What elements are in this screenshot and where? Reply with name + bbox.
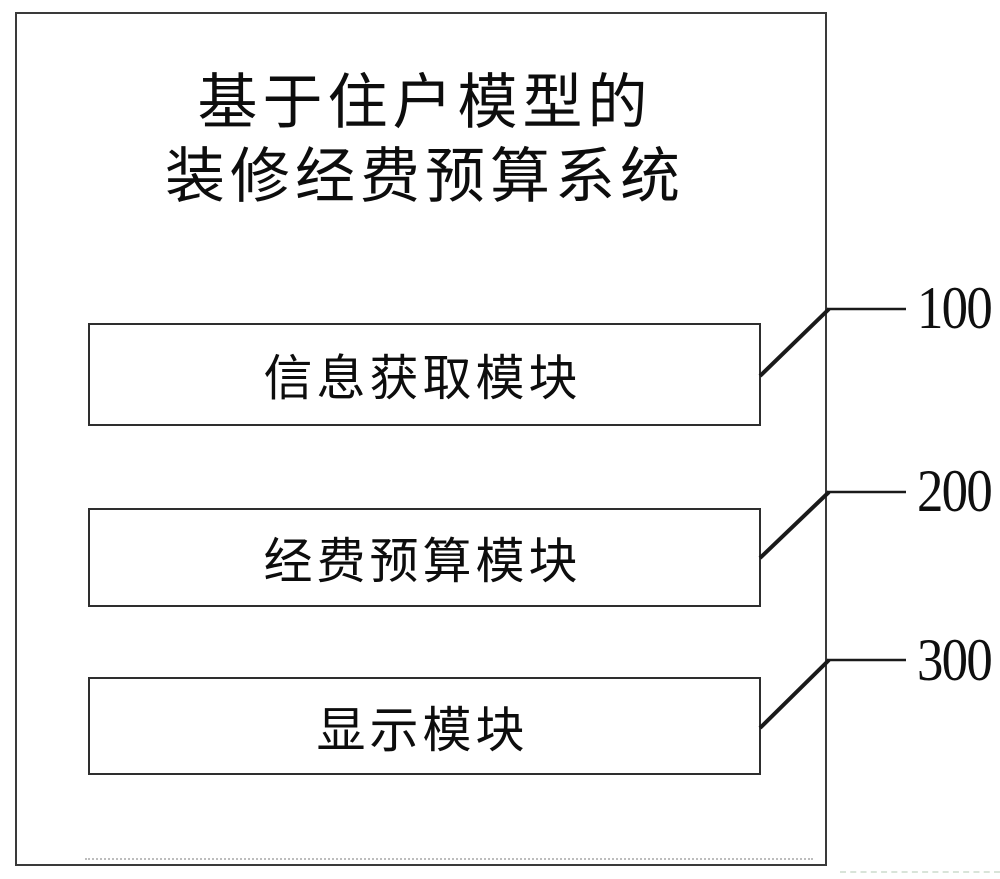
scan-artifact-line: [840, 871, 1000, 873]
module-label-display: 显示模块: [316, 702, 529, 758]
title-line-1: 基于住户模型的: [197, 70, 653, 136]
ref-number-100: 100: [917, 275, 993, 341]
module-label-info-acquisition: 信息获取模块: [263, 351, 582, 406]
module-box-budget: 经费预算模块: [88, 508, 761, 607]
module-label-budget: 经费预算模块: [263, 534, 582, 589]
module-box-info-acquisition: 信息获取模块: [88, 323, 761, 426]
ref-number-300: 300: [917, 627, 993, 693]
ref-number-200: 200: [917, 458, 993, 524]
figure-title: 基于住户模型的 装修经费预算系统: [90, 66, 760, 214]
module-box-display: 显示模块: [88, 677, 761, 775]
title-line-2: 装修经费预算系统: [165, 144, 685, 210]
scan-artifact-line: [85, 858, 813, 860]
